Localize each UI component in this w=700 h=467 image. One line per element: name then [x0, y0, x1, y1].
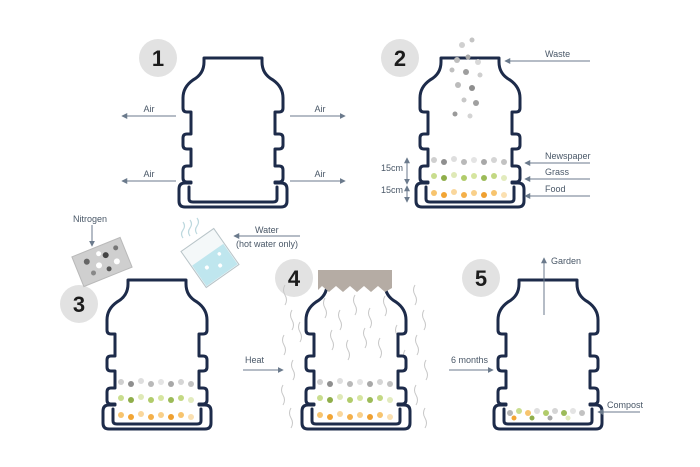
jar — [492, 278, 604, 431]
six-months-label: 6 months — [451, 355, 489, 365]
grass-layer — [118, 394, 194, 403]
step-5: 5 Garden 6 months Compost — [449, 256, 644, 431]
step-badge — [275, 259, 313, 297]
falling-waste — [449, 37, 483, 119]
food-layer — [317, 411, 393, 420]
jar — [300, 278, 412, 431]
waste-label: Waste — [545, 49, 570, 59]
compost-layer — [507, 408, 585, 421]
newspaper-layer — [431, 156, 507, 165]
newspaper-layer — [317, 378, 393, 387]
step-1: 1 Air Air Air Air — [121, 39, 346, 209]
step-number: 1 — [152, 46, 164, 71]
step-3: 3 Nitrogen Water (hot water only) — [60, 214, 300, 431]
food-label: Food — [545, 184, 566, 194]
step-4: 4 Heat — [243, 259, 428, 431]
air-label-bottom-right: Air — [315, 169, 326, 179]
step-badge — [139, 39, 177, 77]
grass-label: Grass — [545, 167, 570, 177]
heat-lines — [281, 284, 428, 429]
step-2: 2 Was — [381, 37, 591, 209]
water-note: (hot water only) — [236, 239, 298, 249]
air-label-top-right: Air — [315, 104, 326, 114]
grass-layer — [431, 172, 507, 181]
jar — [101, 278, 213, 431]
heat-label: Heat — [245, 355, 265, 365]
jar-lid — [318, 270, 392, 292]
steam — [180, 217, 200, 239]
water-label: Water — [255, 225, 279, 235]
step-number: 2 — [394, 46, 406, 71]
step-number: 4 — [288, 266, 301, 291]
nitrogen-container — [71, 236, 133, 288]
air-label-bottom-left: Air — [144, 169, 155, 179]
nitrogen-label: Nitrogen — [73, 214, 107, 224]
food-layer — [431, 189, 507, 198]
step-badge — [60, 285, 98, 323]
dimension-label-top: 15cm — [381, 163, 403, 173]
step-badge — [381, 39, 419, 77]
newspaper-label: Newspaper — [545, 151, 591, 161]
food-layer — [118, 411, 194, 420]
water-beaker — [180, 227, 240, 289]
newspaper-layer — [118, 378, 194, 387]
step-badge — [462, 259, 500, 297]
compost-label: Compost — [607, 400, 644, 410]
jar — [414, 56, 526, 209]
grass-layer — [317, 394, 393, 403]
air-label-top-left: Air — [144, 104, 155, 114]
garden-label: Garden — [551, 256, 581, 266]
dimension-label-bottom: 15cm — [381, 185, 403, 195]
jar — [177, 56, 289, 209]
step-number: 3 — [73, 292, 85, 317]
step-number: 5 — [475, 266, 487, 291]
